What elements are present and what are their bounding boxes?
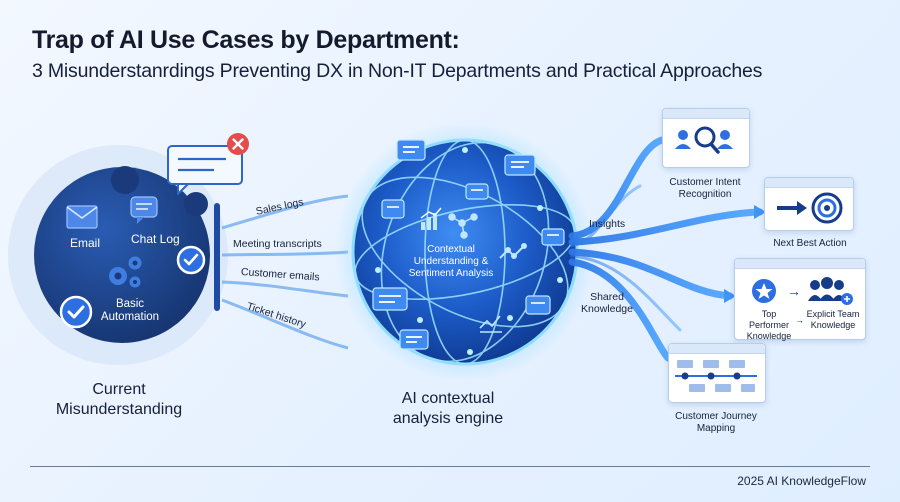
knowledge-arrow-glyph: → [787, 283, 801, 299]
stream-label-meeting-transcripts: Meeting transcripts [233, 238, 322, 250]
network-icon [448, 213, 478, 239]
barrier-wall [214, 203, 220, 311]
customer-intent-icon [675, 126, 733, 154]
chat-bubble-icon [167, 145, 243, 195]
output-card-customer-intent [662, 108, 750, 168]
chat-bubble-icon [381, 199, 405, 219]
output-label-explicit-team: Explicit Team Knowledge [806, 309, 860, 330]
page-title: Trap of AI Use Cases by Department: [32, 26, 460, 54]
target-icon [777, 192, 843, 224]
journey-map-icon [675, 360, 757, 392]
footer-credit: 2025 AI KnowledgeFlow [737, 474, 866, 488]
output-label-next-best-action: Next Best Action [773, 238, 847, 249]
footer-divider [30, 466, 870, 467]
bubble-dot [111, 166, 139, 194]
chat-log-icon [130, 196, 158, 224]
flow-label-insights: Insights [589, 218, 626, 230]
left-item-email: Email [70, 236, 101, 250]
chat-bubble-icon [465, 183, 489, 200]
chat-bubble-icon [504, 154, 536, 176]
chat-bubble-icon [396, 139, 426, 161]
error-x-icon [227, 133, 249, 155]
chat-bubble-icon [525, 295, 551, 315]
output-label-journey-mapping: Customer Journey Mapping [675, 411, 757, 434]
engine-inner-label: Contextual Understanding & Sentiment Ana… [408, 244, 494, 279]
bar-chart-icon [420, 207, 442, 230]
chat-bubble-icon [372, 287, 408, 311]
check-badge-icon [59, 295, 93, 329]
left-item-chat-log: Chat Log [131, 232, 180, 246]
output-label-top-performer: Top Performer Knowledge [746, 309, 792, 341]
knowledge-transfer-icon: → [752, 277, 853, 305]
flow-arrowheads [724, 205, 766, 303]
gears-icon [109, 256, 142, 288]
output-label-knowledge-arrow: → [795, 315, 804, 325]
output-label-customer-intent: Customer Intent Recognition [669, 177, 741, 200]
flow-label-shared-knowledge: Shared Knowledge [581, 291, 633, 315]
engine-caption: AI contextual analysis engine [392, 390, 504, 427]
line-chart-icon [499, 243, 527, 259]
bubble-dot [184, 192, 208, 216]
chat-bubble-icon [399, 329, 429, 350]
page-subtitle: 3 Misunderstanrdings Preventing DX in No… [32, 60, 763, 82]
output-card-journey-mapping [668, 343, 766, 403]
left-caption: Current Misunderstanding [55, 381, 183, 418]
email-icon [66, 205, 98, 229]
engine-nodes [375, 147, 563, 355]
chat-bubble-icon [541, 228, 565, 246]
output-card-next-best-action [764, 177, 854, 231]
output-flows [568, 136, 764, 362]
line-chart-icon [479, 315, 502, 333]
left-item-basic-automation: Basic Automation [100, 298, 160, 323]
output-card-team-knowledge: → Top Performer Knowledge → Explicit Tea… [734, 258, 866, 341]
check-badge-icon [176, 245, 206, 275]
